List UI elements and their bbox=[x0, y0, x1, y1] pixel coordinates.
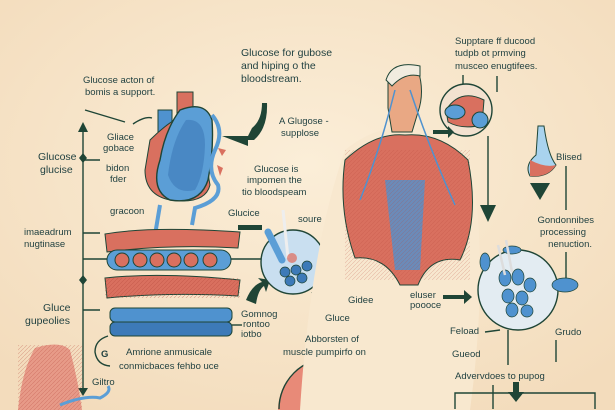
processing-cell bbox=[477, 239, 579, 331]
label-gueod: Gueod bbox=[452, 349, 481, 360]
glucose-cell bbox=[260, 209, 326, 295]
label-soure: soure bbox=[298, 214, 322, 225]
flask bbox=[527, 125, 557, 177]
arrow-to-cell-right bbox=[443, 290, 472, 304]
left-timeline bbox=[78, 122, 110, 396]
label-advances: Advervdoes to pupog bbox=[455, 371, 545, 382]
muscle-bands bbox=[104, 228, 241, 299]
label-feload: Feload bbox=[450, 326, 479, 337]
label-heart-bottom: gracoon bbox=[110, 206, 144, 217]
muscle-fibers bbox=[18, 344, 111, 410]
label-gidee: Gidee bbox=[348, 295, 373, 306]
label-grudo: Grudo bbox=[555, 327, 581, 338]
organ-illustration bbox=[144, 91, 226, 236]
arrow-to-muscle bbox=[433, 126, 454, 138]
bottom-box bbox=[454, 382, 596, 409]
label-giltro: Giltro bbox=[92, 377, 115, 388]
muscle-circle bbox=[439, 83, 493, 137]
arrow-down bbox=[480, 205, 496, 222]
label-supply: A Glugose -supplose bbox=[279, 116, 329, 139]
arrow-to-cell bbox=[238, 225, 262, 230]
curved-arrow bbox=[246, 278, 270, 304]
blue-tube bbox=[109, 307, 233, 337]
arrow-down-flask bbox=[530, 183, 550, 200]
human-figure bbox=[300, 64, 480, 410]
label-gluce: Gluce bbox=[325, 313, 350, 324]
label-blised: Blised bbox=[556, 152, 582, 163]
arrow-left bbox=[222, 103, 268, 146]
label-glucice: Glucice bbox=[228, 208, 260, 219]
label-g-letter: G bbox=[101, 349, 108, 360]
